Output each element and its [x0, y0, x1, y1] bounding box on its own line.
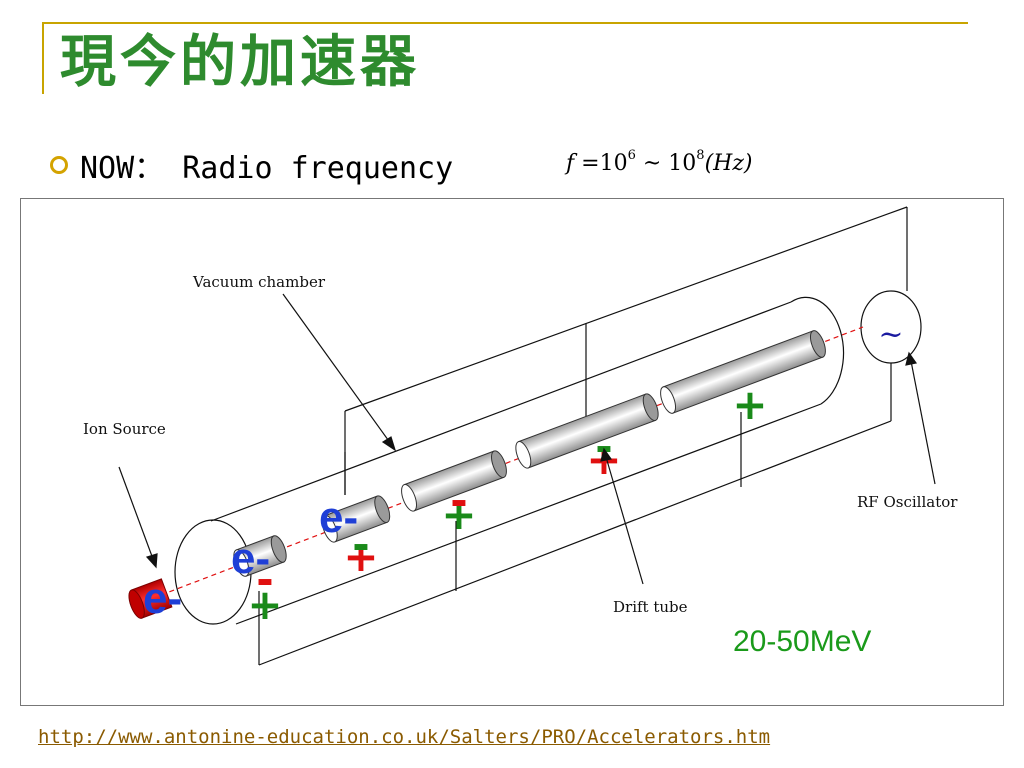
drift-tube-arrow	[605, 456, 644, 585]
formula-exp1: 6	[627, 148, 636, 163]
drift-tube-end	[401, 484, 417, 512]
source-link[interactable]: http://www.antonine-education.co.uk/Salt…	[38, 726, 771, 748]
ion-source-end	[128, 589, 145, 619]
chamber-bottom-edge	[235, 403, 822, 625]
linac-diagram: ~	[20, 198, 1004, 706]
chamber-top-edge	[210, 301, 792, 522]
minus-sign-green: -	[595, 422, 612, 471]
ion-source-label: Ion Source	[83, 420, 166, 438]
electron-label: e-	[143, 574, 182, 623]
frequency-formula: f =106 ~ 108(Hz)	[566, 148, 753, 176]
hollow-circle-bullet-icon	[50, 156, 68, 174]
drift-tube-5	[660, 330, 826, 414]
wire-bottom-rail	[258, 420, 892, 666]
drift-tube-1	[233, 535, 287, 577]
arrowhead-icon	[381, 436, 397, 452]
plus-sign: +	[247, 580, 282, 629]
drift-tube-end	[642, 393, 659, 421]
electron-label: e-	[319, 493, 358, 542]
oscillator-circle	[860, 290, 922, 364]
wire-top-rail	[344, 206, 908, 412]
rf-oscillator-label: RF Oscillator	[857, 493, 958, 511]
minus-sign-green: -	[352, 520, 369, 569]
linac-diagram-svg: ~	[83, 206, 958, 666]
plus-sign: +	[441, 490, 476, 539]
drift-tube-3	[401, 450, 507, 512]
electron-label: e-	[231, 534, 270, 583]
leader-arrows	[118, 293, 936, 585]
drift-tube-end	[515, 441, 532, 469]
formula-exp2: 8	[696, 148, 705, 163]
drift-tube-end	[233, 549, 250, 577]
formula-tilde: ~ 10	[635, 151, 697, 176]
title-frame	[42, 22, 968, 94]
formula-unit: (Hz)	[704, 151, 753, 176]
formula-f: f	[566, 151, 575, 176]
vacuum-chamber	[174, 296, 845, 625]
drift-tube-end	[809, 330, 826, 358]
drift-tube-end	[660, 386, 677, 414]
rf-oscillator: ~	[860, 290, 922, 364]
drift-tube-end	[374, 495, 391, 523]
drift-tube-label: Drift tube	[613, 598, 688, 616]
drift-tube-2	[321, 495, 391, 543]
rf-oscillator-arrow	[910, 360, 936, 485]
plus-sign: +	[732, 380, 767, 429]
drift-tubes	[233, 330, 826, 577]
ion-source	[128, 578, 173, 619]
vacuum-chamber-arrow	[282, 293, 392, 445]
diagram-labels: Vacuum chamber Ion Source RF Oscillator …	[83, 273, 958, 616]
slide-title: 現今的加速器	[60, 29, 420, 95]
drift-tube-4	[515, 393, 659, 469]
formula-eq: =10	[574, 151, 628, 176]
minus-sign: -	[256, 555, 273, 604]
oscillator-symbol: ~	[878, 317, 903, 352]
plus-sign-red: +	[343, 532, 378, 581]
rf-wiring	[258, 206, 908, 666]
arrowhead-icon	[600, 447, 613, 462]
arrowhead-icon	[145, 553, 158, 569]
chamber-back-end	[790, 296, 845, 405]
energy-label: 20-50MeV	[733, 625, 871, 658]
vacuum-chamber-label: Vacuum chamber	[192, 273, 326, 291]
electrons: e- e- e-	[143, 493, 358, 623]
drift-tube-end	[270, 535, 287, 563]
minus-sign: -	[450, 476, 467, 525]
arrowhead-icon	[905, 351, 918, 366]
charge-markers: + - + - + - + - +	[247, 380, 767, 629]
drift-tube-end	[491, 450, 507, 478]
ion-source-arrow	[118, 466, 154, 560]
drift-tube-end	[321, 515, 338, 543]
bullet-text: NOW： Radio frequency	[80, 151, 454, 186]
